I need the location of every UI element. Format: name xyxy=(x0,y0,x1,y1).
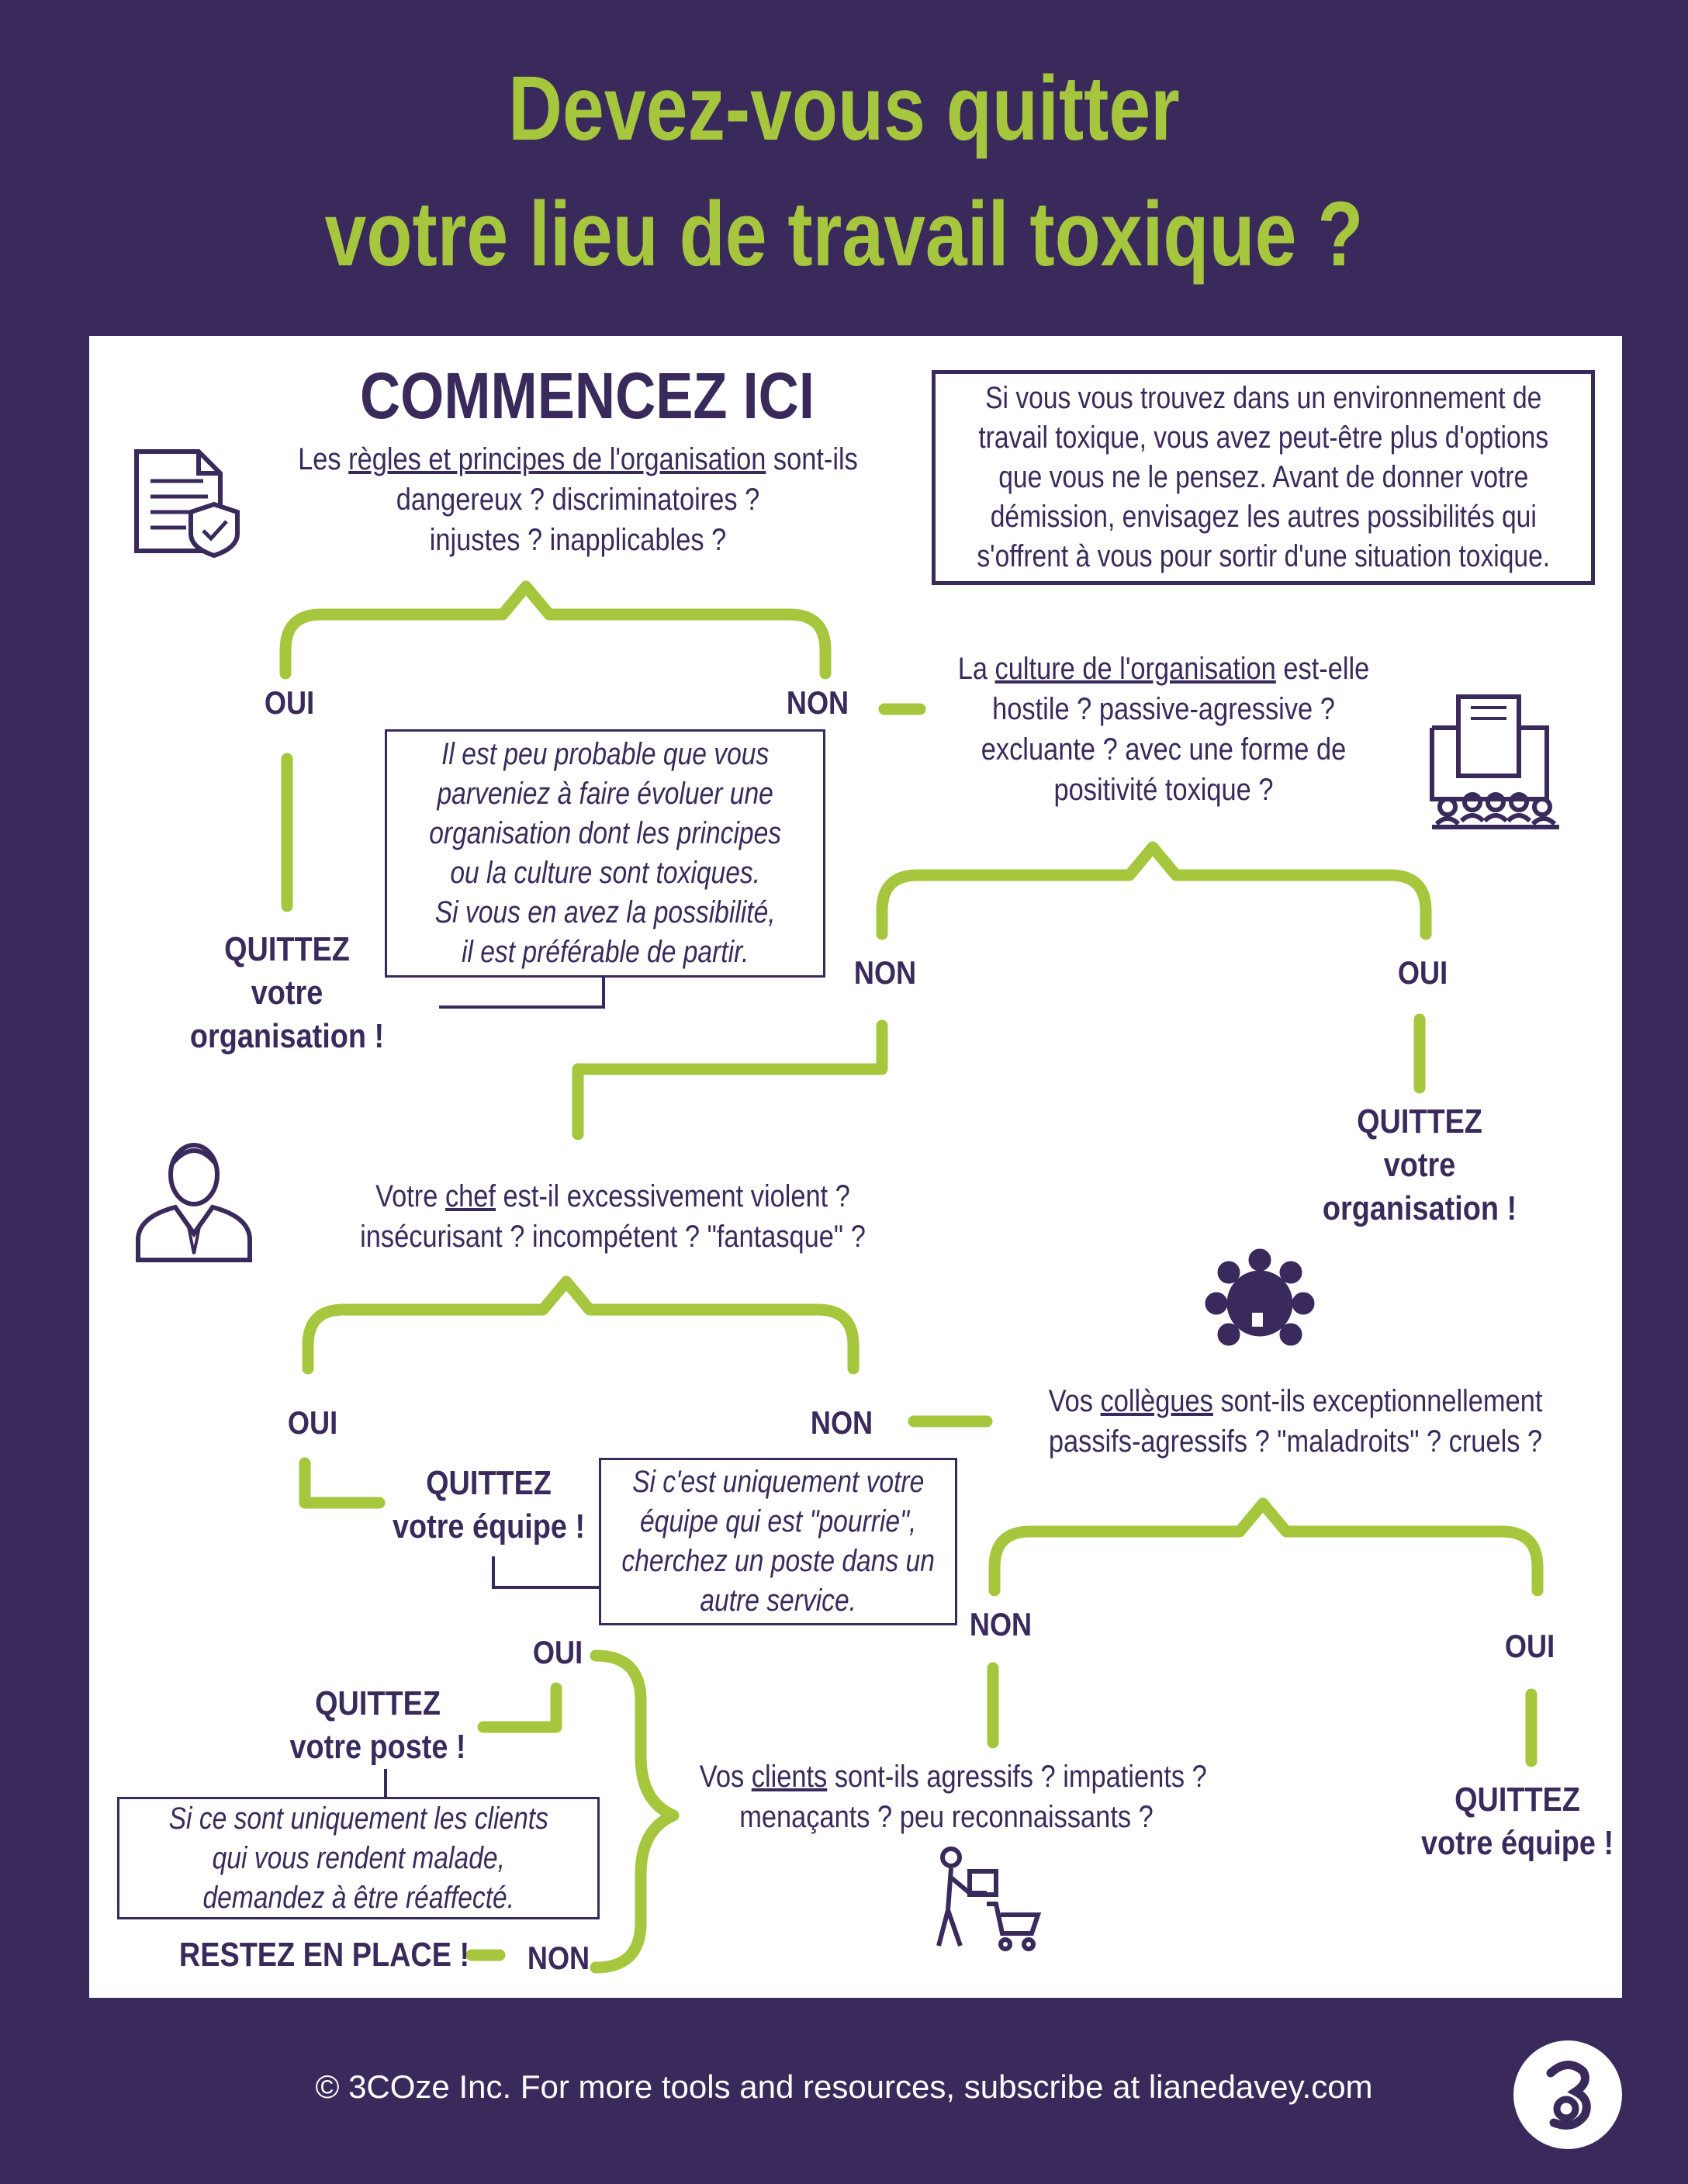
question-culture: La culture de l'organisation est-elle ho… xyxy=(957,652,1370,807)
clients-brace xyxy=(590,1649,680,1974)
q1-non-label: NON xyxy=(786,684,849,721)
q5-non-label: NON xyxy=(527,1940,590,1976)
intro-box: Si vous vous trouvez dans un environneme… xyxy=(932,370,1595,585)
note-org-connector xyxy=(439,976,605,1009)
start-heading: COMMENCEZ ICI xyxy=(360,359,815,432)
boss-icon xyxy=(136,1143,252,1262)
team-meeting-icon xyxy=(1205,1248,1315,1346)
branch-bracket-2 xyxy=(876,841,1432,940)
title-line-2: votre lieu de travail toxique ? xyxy=(324,183,1364,286)
brand-logo-icon xyxy=(1513,2040,1622,2149)
q3-oui-label: OUI xyxy=(287,1404,338,1441)
q2-oui-label: OUI xyxy=(1397,954,1448,991)
q3-non-label: NON xyxy=(810,1404,873,1441)
connector-q5-oui xyxy=(477,1682,562,1733)
question-colleagues: Vos collègues sont-ils exceptionnellemen… xyxy=(1048,1384,1543,1459)
branch-bracket-4 xyxy=(988,1497,1544,1597)
shopper-cart-icon xyxy=(936,1847,1042,1951)
q1-oui-label: OUI xyxy=(264,684,315,721)
footer-credit: © 3COze Inc. For more tools and resource… xyxy=(315,2068,1373,2105)
document-shield-icon xyxy=(134,449,240,559)
branch-bracket-3 xyxy=(302,1275,860,1375)
question-boss: Votre chef est-il excessivement violent … xyxy=(360,1179,866,1254)
outcome-stay: RESTEZ EN PLACE ! xyxy=(178,1936,470,1974)
q5-oui-label: OUI xyxy=(532,1634,583,1670)
title-line-1: Devez-vous quitter xyxy=(508,57,1180,160)
question-rules: Les règles et principes de l'organisatio… xyxy=(298,442,858,557)
branch-bracket-1 xyxy=(279,580,832,680)
office-building-icon xyxy=(1430,694,1559,829)
note-team-connector xyxy=(492,1556,600,1589)
question-clients: Vos clients sont-ils agressifs ? impatie… xyxy=(699,1760,1207,1834)
q2-non-label: NON xyxy=(853,954,917,991)
q4-non-label: NON xyxy=(969,1606,1033,1642)
connector-q3-oui xyxy=(299,1457,386,1509)
q4-oui-label: OUI xyxy=(1504,1628,1555,1664)
connector-q2-non xyxy=(572,1019,888,1140)
